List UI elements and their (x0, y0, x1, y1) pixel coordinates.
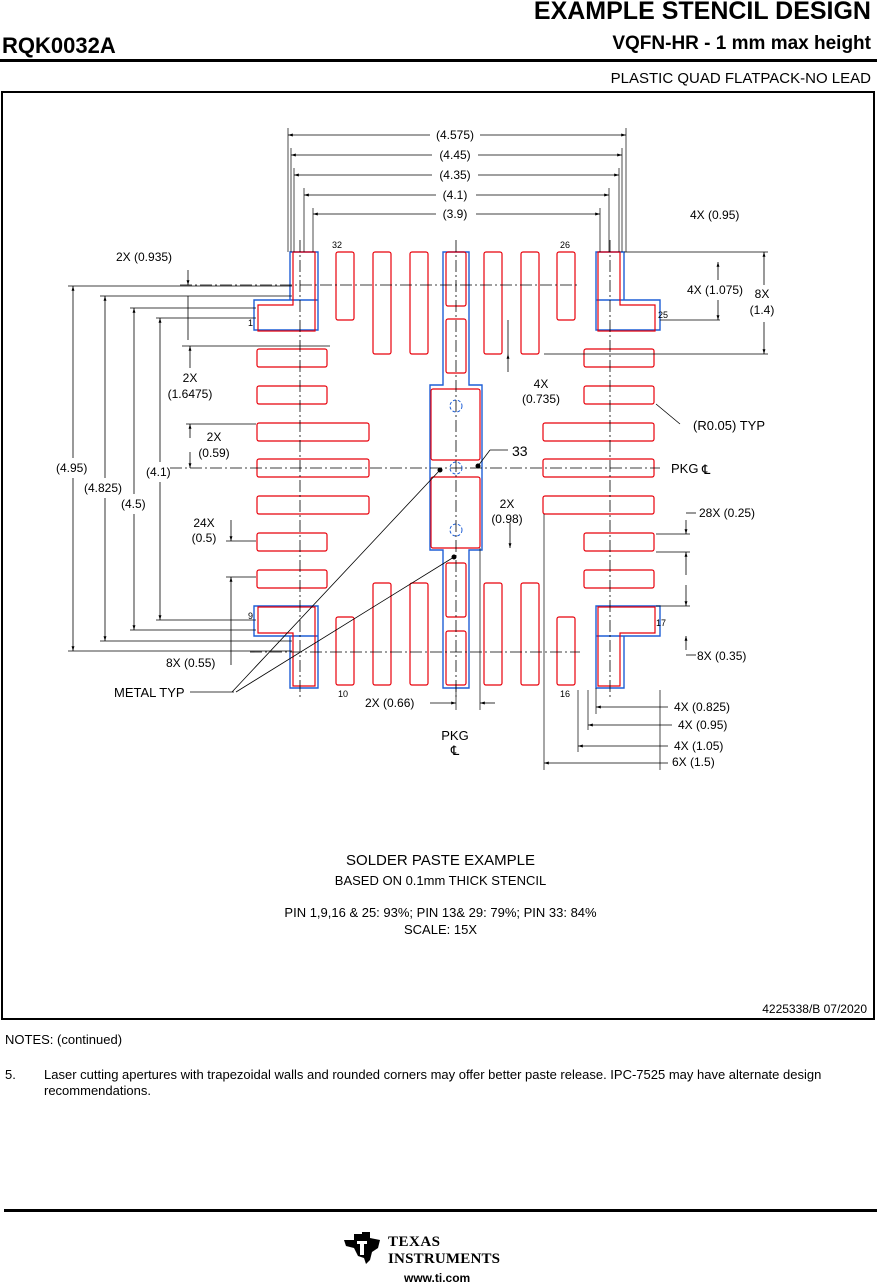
dim-05-value: (0.5) (192, 531, 217, 545)
caption-subtitle: BASED ON 0.1mm THICK STENCIL (334, 873, 547, 888)
dim-16475-value: (1.6475) (168, 387, 213, 401)
notes-heading: NOTES: (continued) (5, 1032, 123, 1047)
document-number: 4225338/B 07/2020 (762, 1002, 867, 1016)
centerline-symbol-bottom: ℄ (450, 743, 460, 758)
dim-39: (3.9) (443, 207, 468, 221)
pin-1-label: 1 (248, 318, 253, 328)
pin-10-label: 10 (338, 689, 348, 699)
page-title: EXAMPLE STENCIL DESIGN (533, 0, 871, 25)
leader-dots (437, 463, 481, 560)
dim-4575: (4.575) (436, 128, 474, 142)
note-number: 5. (5, 1067, 16, 1082)
dim-16475-count: 2X (183, 371, 198, 385)
dim-055: 8X (0.55) (166, 656, 215, 670)
pin-9-label: 9 (248, 611, 253, 621)
drawing-frame (1, 91, 875, 1020)
dim-025: 28X (0.25) (699, 506, 755, 520)
dim-14-count: 8X (755, 287, 770, 301)
center-lines (170, 240, 660, 700)
caption-title: SOLDER PASTE EXAMPLE (346, 852, 535, 869)
note-text: Laser cutting apertures with trapezoidal… (44, 1067, 822, 1098)
dim-0935: 2X (0.935) (116, 250, 172, 264)
dim-095-bottom: 4X (0.95) (678, 718, 727, 732)
side-pads (256, 251, 655, 686)
dim-098-value: (0.98) (491, 512, 522, 526)
dim-445: (4.45) (439, 148, 470, 162)
dim-066: 2X (0.66) (365, 696, 414, 710)
caption-coverage: PIN 1,9,16 & 25: 93%; PIN 13& 29: 79%; P… (284, 905, 597, 920)
pin-26-label: 26 (560, 240, 570, 250)
package-type: PLASTIC QUAD FLATPACK-NO LEAD (610, 70, 871, 87)
dim-0735-value: (0.735) (522, 392, 560, 406)
dim-4825: (4.825) (84, 481, 122, 495)
brand-texas: TEXAS (388, 1234, 441, 1250)
package-line: VQFN-HR - 1 mm max height (612, 33, 871, 54)
dim-0735-count: 4X (534, 377, 549, 391)
dim-059-count: 2X (207, 430, 222, 444)
dim-41-left: (4.1) (146, 465, 171, 479)
dim-495: (4.95) (56, 461, 87, 475)
corner-pads (257, 251, 656, 687)
dim-059-value: (0.59) (198, 446, 229, 460)
dim-05-count: 24X (193, 516, 214, 530)
header-rule (0, 59, 877, 62)
dim-1075: 4X (1.075) (687, 283, 743, 297)
footer-url[interactable]: www.ti.com (404, 1271, 471, 1285)
stencil-drawing: (4.575) (4.45) (4.35) (4.1) (3.9) 2X (0.… (56, 128, 775, 770)
extension-lines (68, 128, 768, 770)
pin-32-label: 32 (332, 240, 342, 250)
dim-035: 8X (0.35) (697, 649, 746, 663)
brand-instruments: INSTRUMENTS (388, 1251, 501, 1267)
dim-15: 6X (1.5) (672, 755, 715, 769)
part-code: RQK0032A (2, 33, 116, 58)
pkg-centerline-bottom: PKG (441, 728, 468, 743)
ti-logo-icon (344, 1232, 380, 1264)
dim-0825: 4X (0.825) (674, 700, 730, 714)
pin-33-label: 33 (512, 443, 528, 459)
dim-435: (4.35) (439, 168, 470, 182)
metal-typ-label: METAL TYP (114, 685, 185, 700)
dim-098-count: 2X (500, 497, 515, 511)
pin-16-label: 16 (560, 689, 570, 699)
dim-14-value: (1.4) (750, 303, 775, 317)
dim-105: 4X (1.05) (674, 739, 723, 753)
footer-rule (4, 1209, 877, 1212)
dim-45: (4.5) (121, 497, 146, 511)
dim-41-top: (4.1) (443, 188, 468, 202)
pkg-centerline-right: PKG (671, 461, 698, 476)
centerline-symbol-right: ℄ (701, 462, 711, 477)
pin-17-label: 17 (656, 618, 666, 628)
dim-095-top: 4X (0.95) (690, 208, 739, 222)
radius-note: (R0.05) TYP (693, 418, 765, 433)
pin-25-label: 25 (658, 310, 668, 320)
caption-scale: SCALE: 15X (404, 922, 477, 937)
dimension-lines (71, 133, 766, 765)
